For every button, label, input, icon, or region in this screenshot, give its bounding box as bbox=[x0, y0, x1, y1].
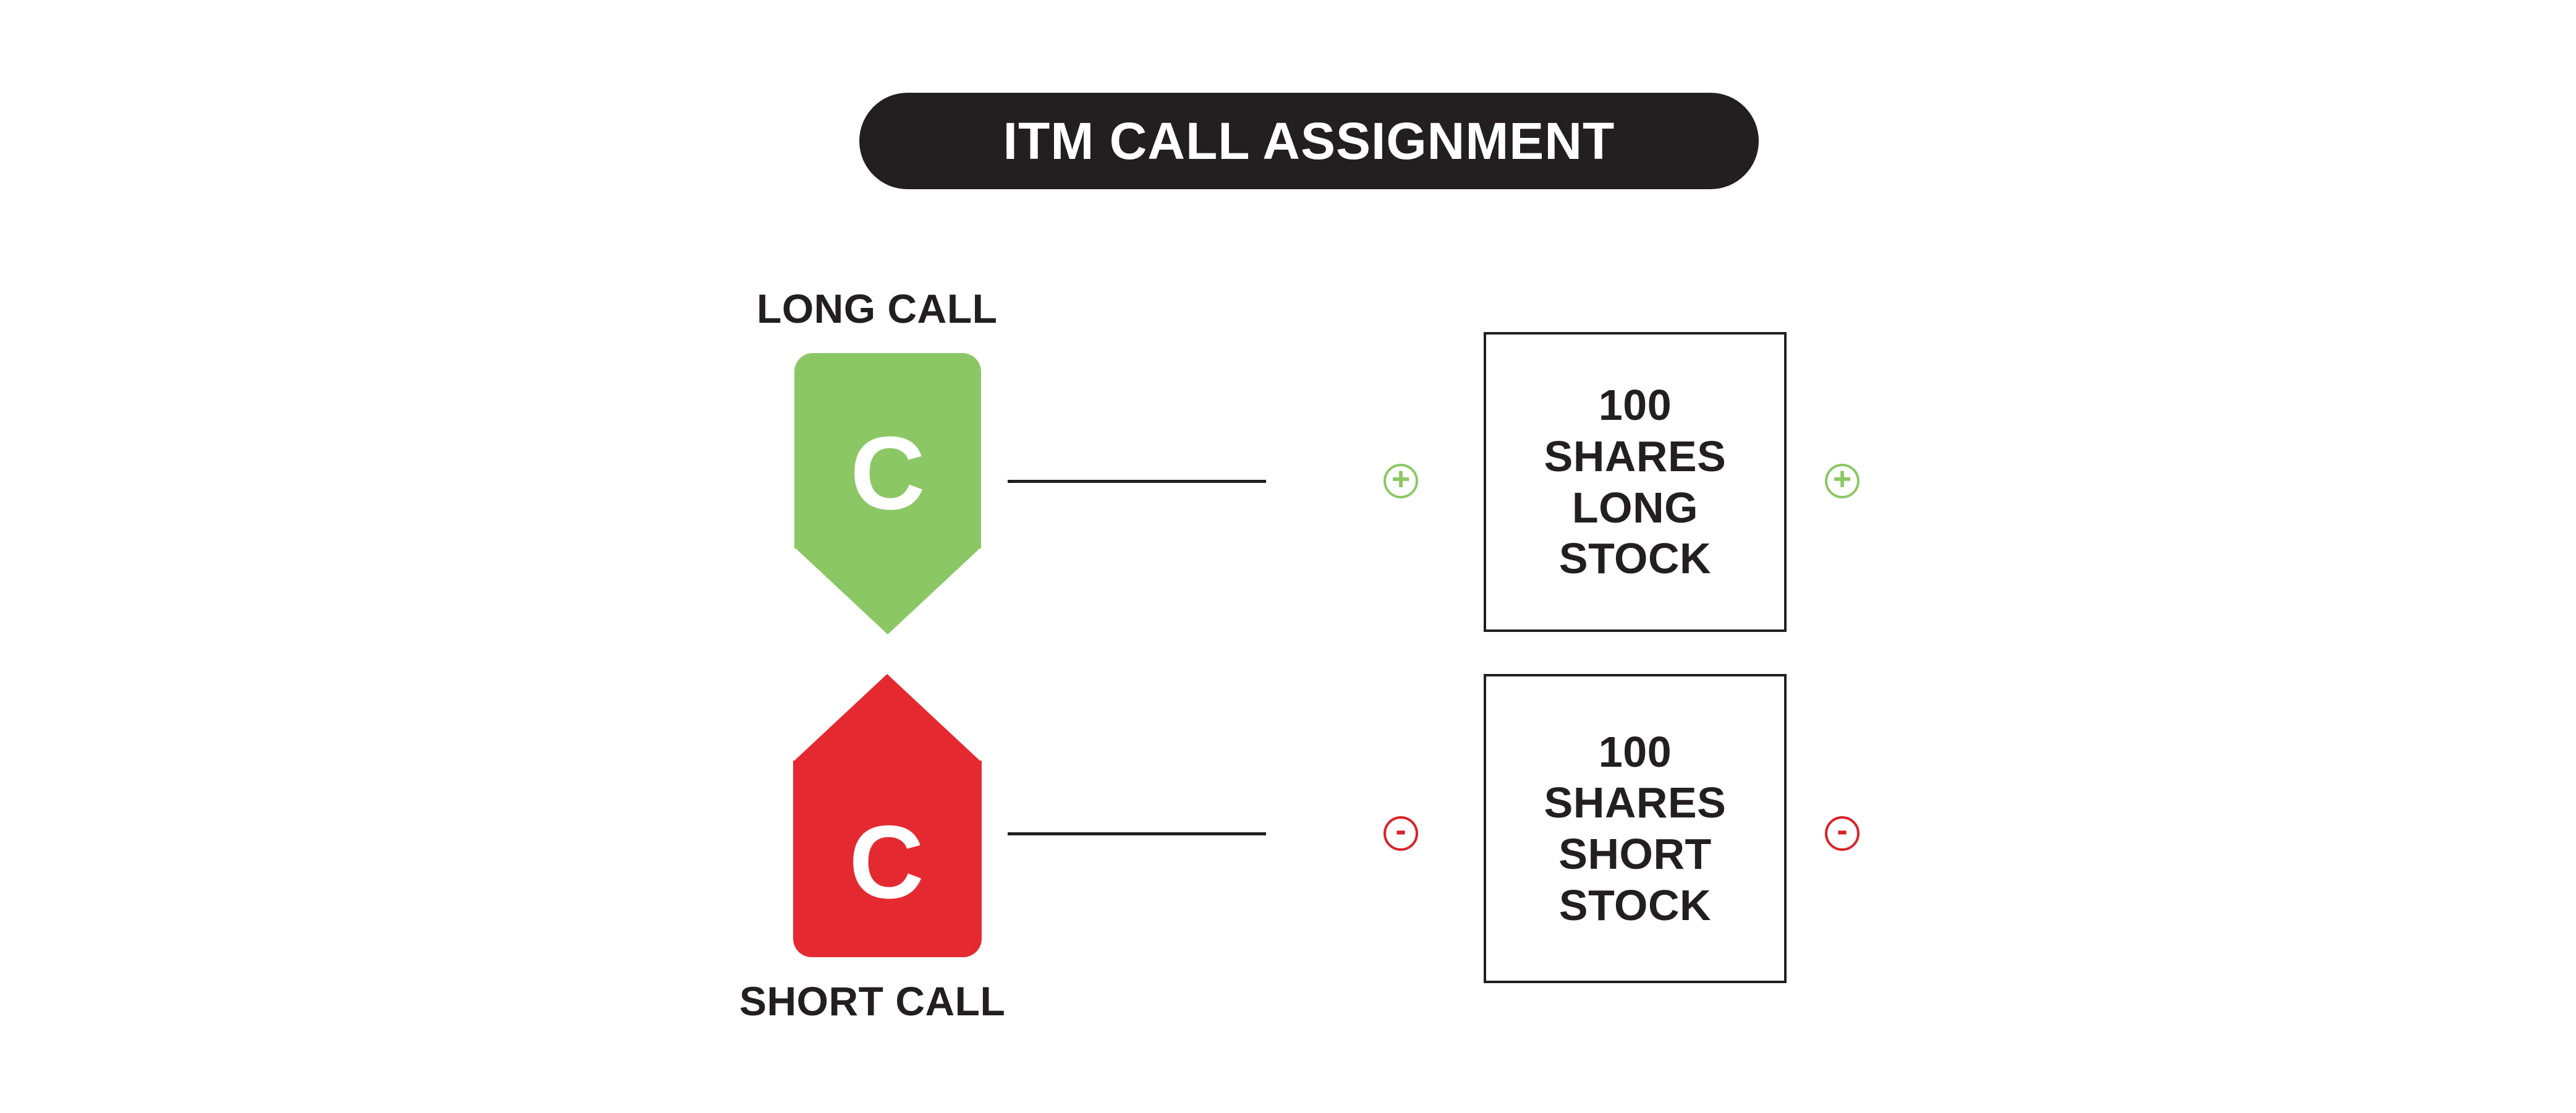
short-call-badge-point-up-icon bbox=[793, 674, 981, 762]
long-call-badge-body bbox=[794, 353, 981, 548]
short-stock-direction: SHORT bbox=[1558, 830, 1712, 878]
short-stock-result-box: 100 SHARES SHORT STOCK bbox=[1484, 674, 1787, 983]
long-stock-unit: SHARES bbox=[1544, 432, 1727, 480]
long-stock-result-box: 100 SHARES LONG STOCK bbox=[1484, 332, 1787, 632]
long-stock-direction: LONG bbox=[1571, 483, 1699, 532]
short-stock-unit: SHARES bbox=[1544, 778, 1727, 827]
minus-glyph: - bbox=[1395, 812, 1406, 848]
long-call-plus-icon-left: + bbox=[1384, 461, 1418, 498]
long-call-badge-point-down-icon bbox=[794, 547, 981, 634]
long-stock-instrument: STOCK bbox=[1558, 534, 1712, 583]
long-call-plus-icon-right: + bbox=[1825, 461, 1860, 498]
short-stock-instrument: STOCK bbox=[1558, 881, 1712, 929]
plus-glyph: + bbox=[1832, 461, 1852, 497]
short-call-badge: C bbox=[793, 674, 982, 957]
plus-glyph: + bbox=[1391, 461, 1411, 497]
minus-glyph: - bbox=[1837, 812, 1848, 848]
short-call-badge-letter: C bbox=[849, 804, 924, 920]
long-stock-quantity: 100 bbox=[1598, 381, 1672, 430]
short-stock-quantity: 100 bbox=[1598, 727, 1672, 776]
long-call-label: LONG CALL bbox=[757, 286, 998, 331]
diagram-title-pill: ITM CALL ASSIGNMENT bbox=[859, 93, 1759, 189]
short-call-badge-body bbox=[793, 761, 982, 957]
short-call-label: SHORT CALL bbox=[739, 978, 1006, 1024]
short-call-minus-icon-right: - bbox=[1825, 812, 1860, 851]
long-call-badge: C bbox=[794, 353, 981, 634]
long-call-connector-line bbox=[1008, 480, 1266, 483]
short-call-minus-icon-left: - bbox=[1384, 812, 1418, 851]
long-call-badge-letter: C bbox=[850, 415, 925, 531]
short-call-connector-line bbox=[1008, 832, 1266, 835]
page-title: ITM CALL ASSIGNMENT bbox=[1003, 112, 1615, 170]
